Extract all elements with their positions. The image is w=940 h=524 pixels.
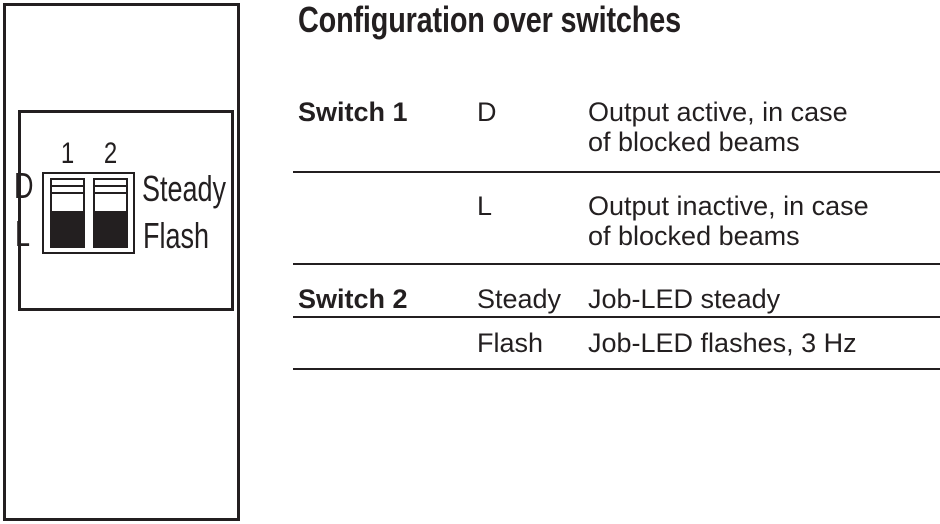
- table-row: Switch 1 D Output active, in case of blo…: [293, 90, 940, 173]
- dip-switch-detail-box: [18, 110, 234, 311]
- switch-position-cell: L: [477, 190, 493, 221]
- switch-configuration-table: Switch 1 D Output active, in case of blo…: [293, 90, 940, 370]
- position-steady-label: Steady: [142, 168, 227, 209]
- dip-switch-1-actuator-icon: [50, 178, 85, 248]
- actuator-ridge: [95, 185, 126, 187]
- switch-position-cell: Steady: [477, 283, 562, 314]
- switch-name-cell: Switch 2: [298, 283, 408, 314]
- switch-description-cell: Job-LED steady: [588, 283, 781, 314]
- dip-switch-2-actuator-icon: [93, 178, 128, 248]
- position-flash-label: Flash: [143, 215, 210, 256]
- actuator-slider-down: [95, 211, 126, 246]
- position-l-label: L: [15, 213, 31, 254]
- switch-position-cell: D: [477, 97, 497, 127]
- actuator-ridge: [52, 185, 83, 187]
- switch-name-cell: Switch 1: [298, 97, 408, 127]
- switch-name-cell: [293, 328, 477, 369]
- switch-2-number-label: 2: [103, 137, 118, 170]
- dip-switch-block-icon: [42, 172, 135, 254]
- actuator-ridge: [52, 192, 83, 194]
- actuator-ridge: [95, 192, 126, 194]
- switch-position-cell: Flash: [477, 327, 544, 358]
- switch-description-cell: Output active, in case of blocked beams: [588, 97, 848, 157]
- position-d-label: D: [14, 165, 34, 206]
- device-panel-outline: [3, 3, 240, 521]
- switch-description-cell: Output inactive, in case of blocked beam…: [588, 190, 869, 251]
- switch-1-number-label: 1: [60, 137, 75, 170]
- switch-name-cell: [293, 191, 477, 263]
- table-row: L Output inactive, in case of blocked be…: [293, 173, 940, 265]
- table-row: Switch 2 Steady Job-LED steady: [293, 265, 940, 318]
- actuator-slider-down: [52, 211, 83, 246]
- switch-description-cell: Job-LED flashes, 3 Hz: [588, 327, 857, 358]
- table-row: Flash Job-LED flashes, 3 Hz: [293, 318, 940, 370]
- page-title: Configuration over switches: [298, 0, 681, 40]
